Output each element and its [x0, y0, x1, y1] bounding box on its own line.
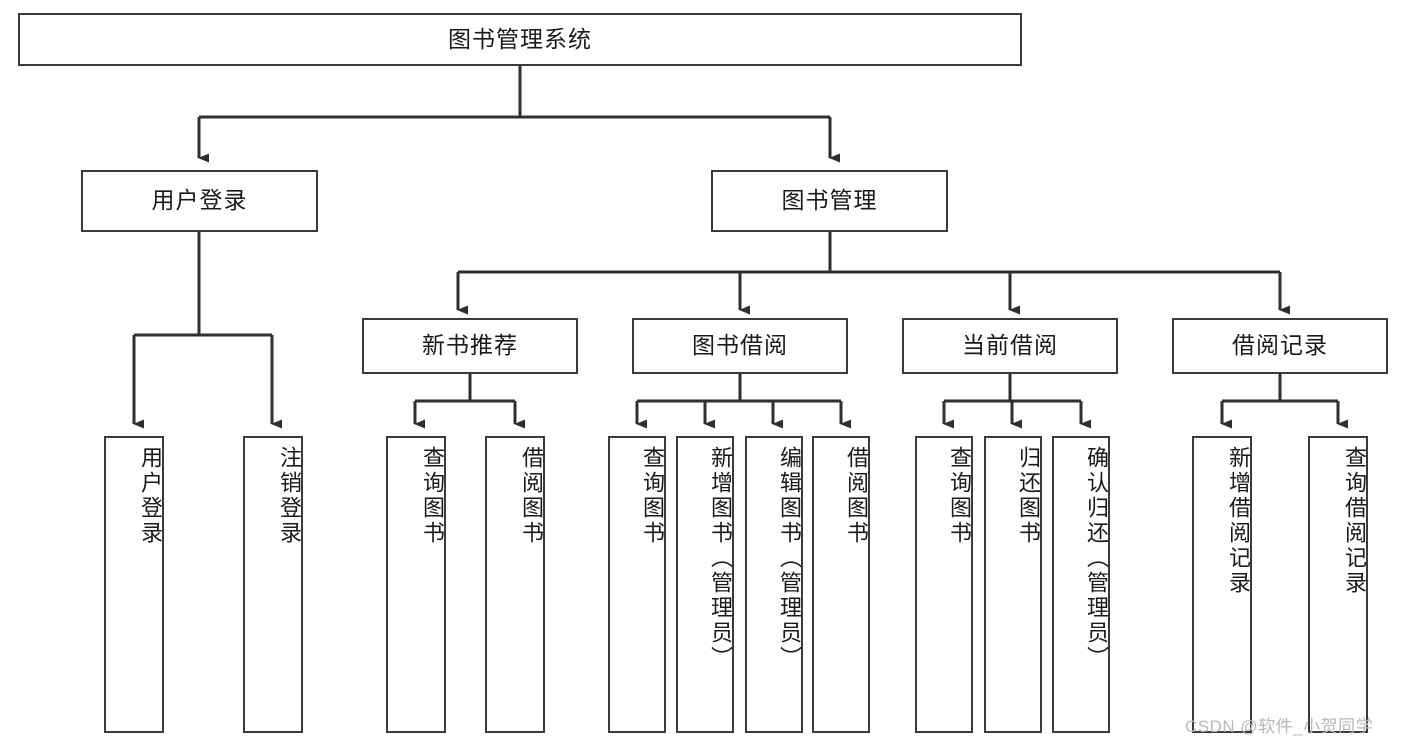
- leaf-user-login[interactable]: 用户登录: [104, 436, 164, 733]
- leaf-logout[interactable]: 注销登录: [243, 436, 303, 733]
- node-label: 确认归还（管理员）: [1084, 446, 1109, 671]
- node-current-borrow[interactable]: 当前借阅: [902, 318, 1118, 374]
- node-label: 当前借阅: [962, 332, 1058, 359]
- node-label: 借阅图书: [519, 446, 544, 546]
- node-label: 图书管理系统: [448, 25, 592, 52]
- node-label: 查询图书: [420, 446, 445, 546]
- node-label: 查询借阅记录: [1342, 446, 1367, 596]
- node-label: 编辑图书（管理员）: [777, 446, 802, 671]
- node-label: 借阅图书: [844, 446, 869, 546]
- leaf-query-book-new[interactable]: 查询图书: [386, 436, 446, 733]
- leaf-query-borrow-record[interactable]: 查询借阅记录: [1308, 436, 1368, 733]
- node-label: 图书借阅: [692, 332, 788, 359]
- leaf-add-borrow-record[interactable]: 新增借阅记录: [1192, 436, 1252, 733]
- node-label: 新增图书（管理员）: [708, 446, 733, 671]
- node-label: 新增借阅记录: [1226, 446, 1251, 596]
- node-user-login[interactable]: 用户登录: [81, 170, 318, 232]
- leaf-borrow-book-new[interactable]: 借阅图书: [485, 436, 545, 733]
- node-label: 查询图书: [640, 446, 665, 546]
- node-label: 用户登录: [151, 187, 248, 214]
- node-label: 归还图书: [1016, 446, 1041, 546]
- node-borrow-record[interactable]: 借阅记录: [1172, 318, 1388, 374]
- node-label: 用户登录: [138, 446, 163, 546]
- node-label: 图书管理: [781, 187, 878, 214]
- leaf-edit-book-admin[interactable]: 编辑图书（管理员）: [745, 436, 803, 733]
- node-book-borrow[interactable]: 图书借阅: [632, 318, 848, 374]
- leaf-return-book[interactable]: 归还图书: [984, 436, 1042, 733]
- node-label: 新书推荐: [422, 332, 518, 359]
- leaf-confirm-return-admin[interactable]: 确认归还（管理员）: [1052, 436, 1110, 733]
- node-root-book-management-system[interactable]: 图书管理系统: [18, 13, 1022, 66]
- node-label: 借阅记录: [1232, 332, 1328, 359]
- node-label: 注销登录: [277, 446, 302, 546]
- node-book-management[interactable]: 图书管理: [711, 170, 948, 232]
- leaf-query-book-borrow[interactable]: 查询图书: [608, 436, 666, 733]
- leaf-query-book-current[interactable]: 查询图书: [915, 436, 973, 733]
- leaf-add-book-admin[interactable]: 新增图书（管理员）: [676, 436, 734, 733]
- leaf-borrow-book[interactable]: 借阅图书: [812, 436, 870, 733]
- node-new-book-recommendation[interactable]: 新书推荐: [362, 318, 578, 374]
- node-label: 查询图书: [947, 446, 972, 546]
